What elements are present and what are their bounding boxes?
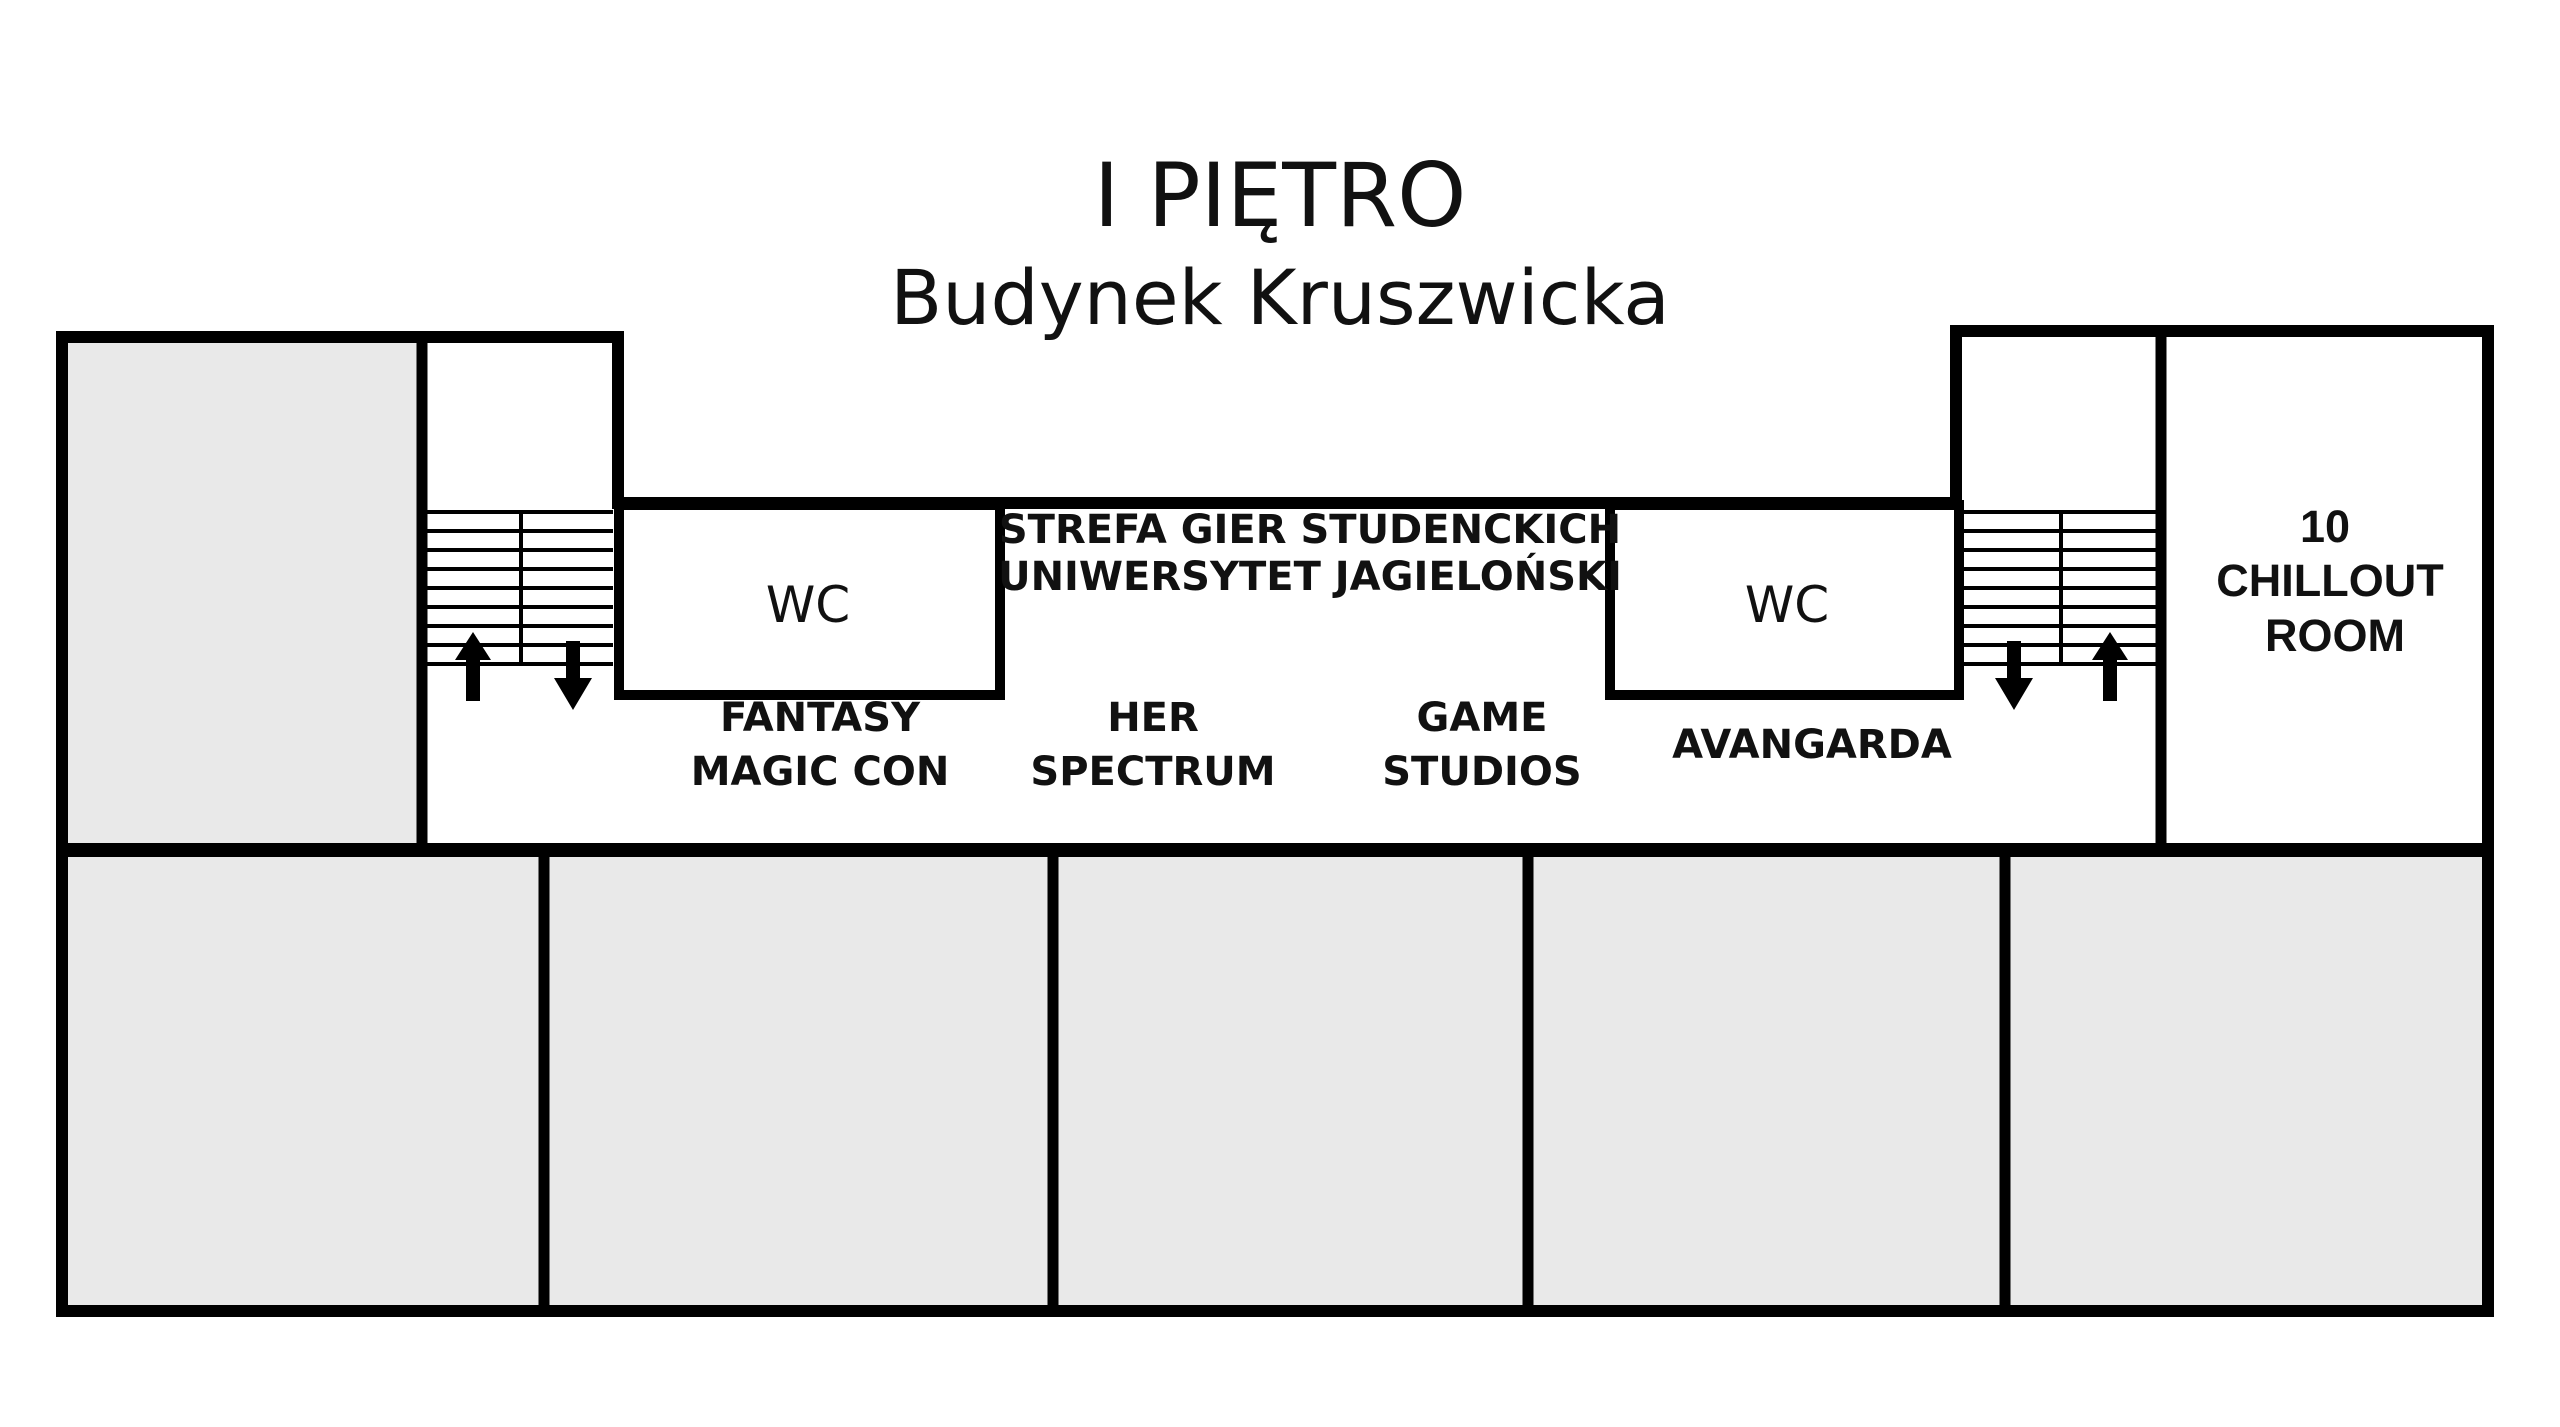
strefa-label-line1: STREFA GIER STUDENCKICH [999, 507, 1621, 553]
stand-avangarda: AVANGARDA [1672, 722, 1952, 768]
building-subtitle: Budynek Kruszwicka [890, 253, 1670, 342]
room-bottom-1 [62, 850, 544, 1311]
room-top-left [62, 337, 422, 850]
stairs-left [427, 510, 613, 666]
arrow-down-icon [554, 641, 592, 710]
floor-title: I PIĘTRO [1094, 144, 1467, 247]
arrow-down-icon [1995, 641, 2033, 710]
wc-left-label: WC [766, 576, 850, 634]
room-bottom-3 [1053, 850, 1528, 1311]
stand-game-studios-line2: STUDIOS [1382, 749, 1581, 795]
stand-fantasy-magic-con-line2: MAGIC CON [691, 749, 950, 795]
stairs-right [1962, 510, 2156, 666]
wc-left-room [614, 500, 1005, 700]
stand-game-studios-line1: GAME [1417, 695, 1548, 741]
room-bottom-5 [2005, 850, 2488, 1311]
chillout-label-line2: ROOM [2265, 610, 2405, 661]
chillout-number: 10 [2300, 501, 2350, 552]
arrow-up-icon [455, 632, 491, 701]
room-bottom-4 [1528, 850, 2005, 1311]
stand-fantasy-magic-con-line1: FANTASY [720, 695, 921, 741]
wc-right-room [1605, 500, 1964, 700]
wc-right-label: WC [1745, 576, 1829, 634]
stand-her-spectrum-line1: HER [1107, 695, 1199, 741]
strefa-label-line2: UNIWERSYTET JAGIELOŃSKI [998, 552, 1622, 600]
chillout-label-line1: CHILLOUT [2216, 555, 2443, 606]
stand-her-spectrum-line2: SPECTRUM [1030, 749, 1275, 795]
room-bottom-2 [544, 850, 1053, 1311]
outer-wall [56, 325, 2494, 1317]
arrow-up-icon [2092, 632, 2128, 701]
